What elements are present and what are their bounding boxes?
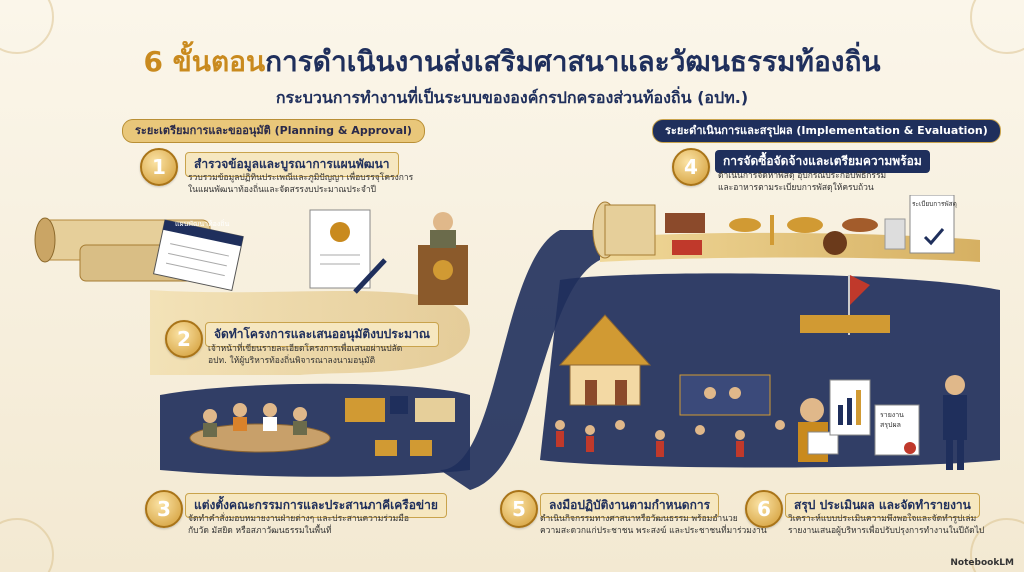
report-summary-icon [798, 375, 967, 470]
title-text: การดำเนินงานส่งเสริมศาสนาและวัฒนธรรมท้อง… [265, 45, 881, 78]
phase-implementation-label: ระยะดำเนินการและสรุปผล (Implementation &… [652, 119, 1001, 143]
notebooklm-brand: NotebookLM [950, 558, 1014, 568]
committee-meeting-icon [189, 396, 455, 456]
step-5-desc-line-1: ดำเนินกิจกรรมทางศาสนาหรือวัฒนธรรม พร้อมอ… [540, 514, 738, 524]
step-6-title: สรุป ประเมินผล และจัดทำรายงาน [785, 493, 980, 518]
step-6-desc-line-2: รายงานเสนอผู้บริหารเพื่อปรับปรุงการทำงาน… [788, 526, 985, 536]
step-5-badge: 5 [500, 490, 538, 528]
step-4-desc-line-2: และอาหารตามระเบียบการพัสดุให้ครบถ้วน [718, 183, 874, 193]
step-3-badge: 3 [145, 490, 183, 528]
title-accent: 6 ขั้นตอน [143, 45, 266, 78]
step-2-title: จัดทำโครงการและเสนออนุมัติงบประมาณ [205, 322, 439, 347]
step-1-desc-line-2: ในแผนพัฒนาท้องถิ่นและจัดสรรงบประมาณประจำ… [188, 185, 376, 195]
step-3-desc-line-2: กับวัด มัสยิด หรือสภาวัฒนธรรมในพื้นที่ [188, 526, 332, 536]
page-title: 6 ขั้นตอนการดำเนินงานส่งเสริมศาสนาและวัฒ… [0, 40, 1024, 84]
step-4-desc-line-1: ดำเนินการจัดหาพัสดุ อุปกรณ์ประกอบพิธีกรร… [718, 171, 887, 181]
report-label-line-1: รายงาน [880, 411, 904, 419]
ceremony-supplies-icon [592, 195, 955, 259]
report-label-line-2: สรุปผล [880, 421, 901, 429]
signing-approval-icon [309, 209, 468, 305]
step-3-desc-line-1: จัดทำคำสั่งมอบหมายงานฝ่ายต่างๆ และประสาน… [188, 514, 409, 524]
corner-ornament [970, 518, 1024, 572]
step-1-desc-line-1: รวบรวมข้อมูลปฏิทินประเพณีและภูมิปัญญา เพ… [188, 173, 414, 183]
procurement-doc-label: ระเบียบการพัสดุ [912, 200, 957, 208]
step-1-title: สำรวจข้อมูลและบูรณาการแผนพัฒนา [185, 152, 399, 177]
step-6-badge: 6 [745, 490, 783, 528]
step-1-badge: 1 [140, 148, 178, 186]
page-subtitle: กระบวนการทำงานที่เป็นระบบขององค์กรปกครอง… [275, 88, 749, 107]
step-2-desc-line-1: เจ้าหน้าที่เขียนรายละเอียดโครงการเพื่อเส… [208, 344, 403, 354]
step-4-title: การจัดซื้อจัดจ้างและเตรียมความพร้อม [715, 150, 930, 173]
step-5-desc-line-2: ความสะดวกแก่ประชาชน พระสงฆ์ และประชาชนที… [540, 526, 767, 536]
phase-planning-label: ระยะเตรียมการและขออนุมัติ (Planning & Ap… [122, 119, 425, 143]
festival-scene-icon [555, 275, 890, 457]
step-2-badge: 2 [165, 320, 203, 358]
plan-book-label: แผนพัฒนาท้องถิ่น [175, 220, 230, 228]
step-5-title: ลงมือปฏิบัติงานตามกำหนดการ [540, 493, 720, 518]
step-3-title: แต่งตั้งคณะกรรมการและประสานภาคีเครือข่าย [185, 493, 447, 518]
step-4-badge: 4 [672, 148, 710, 186]
scroll-documents-icon [34, 217, 244, 292]
step-2-desc-line-2: อปท. ให้ผู้บริหารท้องถิ่นพิจารณาลงนามอนุ… [208, 356, 376, 366]
step-6-desc-line-1: วิเคราะห์แบบประเมินความพึงพอใจและจัดทำรู… [788, 514, 977, 524]
